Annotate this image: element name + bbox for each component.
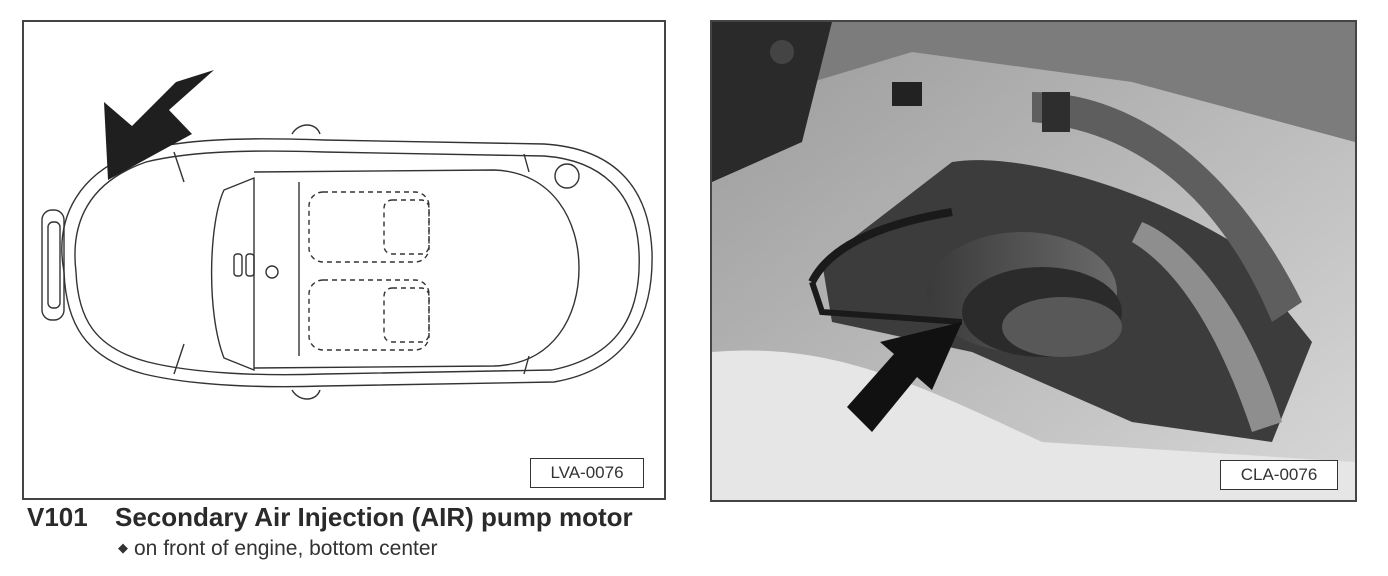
location-note: ◆ on front of engine, bottom center xyxy=(118,537,438,561)
arrow-icon xyxy=(104,70,214,180)
engine-underside-photo: CLA-0076 xyxy=(710,20,1357,502)
component-code: V101 xyxy=(27,502,88,532)
figure-reference-label: CLA-0076 xyxy=(1220,460,1338,490)
car-outline-drawing xyxy=(41,70,653,400)
diamond-bullet-icon: ◆ xyxy=(118,540,128,555)
car-top-view-diagram: LVA-0076 xyxy=(22,20,666,500)
location-note-text: on front of engine, bottom center xyxy=(134,537,438,560)
engine-photo-illustration xyxy=(712,22,1355,500)
arrow-icon xyxy=(847,322,962,432)
component-title: Secondary Air Injection (AIR) pump motor xyxy=(115,502,633,532)
figure-reference-label: LVA-0076 xyxy=(530,458,644,488)
